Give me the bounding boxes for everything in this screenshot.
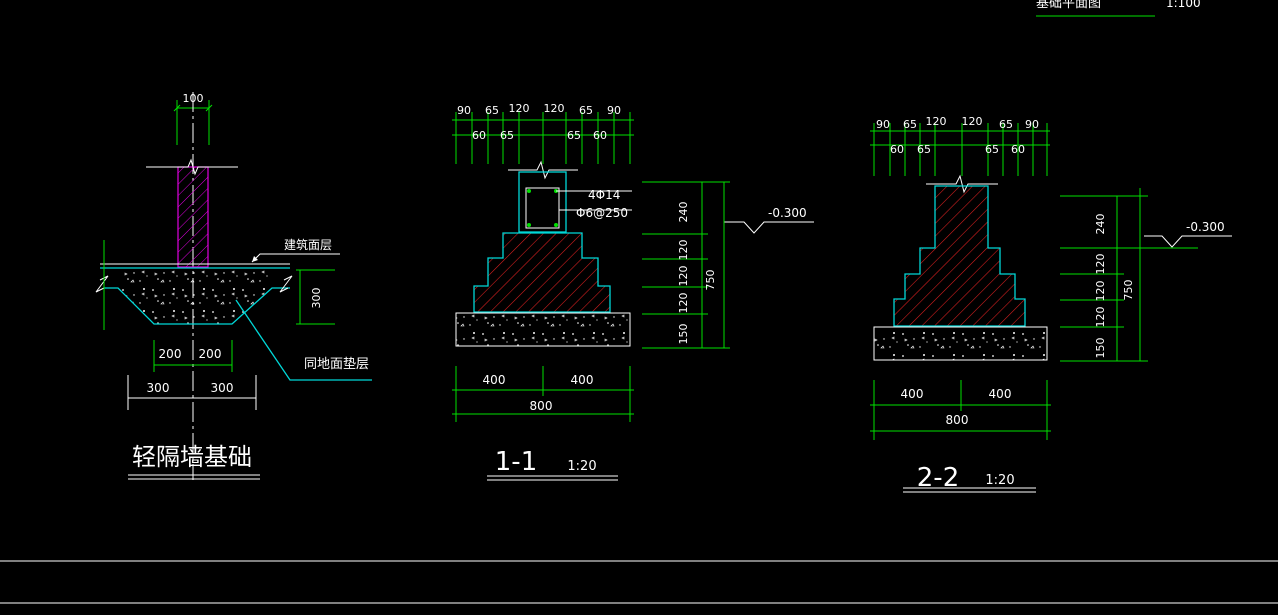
dim-text: 300: [310, 288, 323, 309]
dim-text: 400: [989, 387, 1012, 401]
break-left: [95, 275, 109, 293]
dim-tick: [173, 104, 181, 112]
leader-cushion: [235, 299, 372, 381]
wall-hatch: [178, 167, 208, 267]
dim-text: 750: [1122, 280, 1135, 301]
stirrup: [525, 187, 560, 229]
dim-text: 120: [677, 293, 690, 314]
dim-text: 65: [567, 129, 581, 142]
elevation-line: [724, 221, 814, 234]
rebar-dot: [527, 189, 531, 193]
label-floor: 建筑面层: [284, 237, 332, 252]
rebar-stirrup: Φ6@250: [576, 206, 628, 220]
rebar-main: 4Φ14: [588, 188, 620, 202]
dim-tick: [205, 104, 213, 112]
dim-text: 800: [530, 399, 553, 413]
break-line: [926, 174, 998, 194]
cushion-outline: [873, 326, 1048, 361]
label-cushion: 同地面垫层: [304, 356, 369, 372]
break-line: [508, 160, 578, 180]
leader-floor: [251, 253, 340, 263]
footing-hatch: [474, 233, 610, 312]
break-line: [146, 158, 238, 176]
dim-text: 60: [890, 143, 904, 156]
dim-text: 65: [500, 129, 514, 142]
dim-text: 150: [1094, 338, 1107, 359]
section-title: 1-1: [495, 447, 537, 477]
dim-text: 240: [1094, 214, 1107, 235]
dim-text: 65: [999, 118, 1013, 131]
footing-outline: [473, 232, 611, 313]
footing-hatch: [894, 186, 1025, 326]
dim-text: 400: [901, 387, 924, 401]
dim-text: 90: [876, 118, 890, 131]
dim-text: 60: [593, 129, 607, 142]
dim-text: 60: [472, 129, 486, 142]
dim-text: 90: [607, 104, 621, 117]
elevation-line: [1144, 235, 1232, 248]
leader-arrow: [252, 256, 258, 262]
top-dim-ext: [455, 112, 631, 164]
dim-text: 120: [544, 102, 565, 115]
elevation-text: -0.300: [768, 206, 807, 220]
rebar-dot: [554, 223, 558, 227]
cushion-outline: [455, 312, 631, 347]
break-right: [279, 275, 293, 293]
dim-text: 120: [1094, 254, 1107, 275]
cushion-fill: [118, 270, 272, 324]
section-scale: 1:20: [985, 473, 1014, 488]
dim-text: 300: [147, 381, 170, 395]
dim-text: 65: [485, 104, 499, 117]
header-scale: 1:100: [1166, 0, 1201, 10]
dim-text: 200: [159, 347, 182, 361]
dim-text: 240: [677, 202, 690, 223]
dim-text: 400: [483, 373, 506, 387]
dim-text: 90: [457, 104, 471, 117]
header-title: 基础平面图: [1036, 0, 1101, 11]
dim-text: 750: [704, 270, 717, 291]
section-scale: 1:20: [567, 459, 596, 474]
dim-text: 90: [1025, 118, 1039, 131]
dim-text: 120: [926, 115, 947, 128]
dim-text: 65: [985, 143, 999, 156]
header-fragment: 基础平面图 1:100: [1036, 0, 1201, 17]
dim-text: 65: [917, 143, 931, 156]
dim-text: 120: [677, 266, 690, 287]
elevation-text: -0.300: [1186, 220, 1225, 234]
section-1-1: 90 65 120 120 65 90 60 65 65 60 4Φ14 Φ6@…: [452, 102, 814, 481]
dim-text: 65: [579, 104, 593, 117]
detail-title: 轻隔墙基础: [132, 443, 252, 471]
dim-text: 400: [571, 373, 594, 387]
section-2-2: 90 65 120 120 65 90 60 65 65 60 -0.300 2…: [870, 115, 1232, 493]
dim-text: 300: [211, 381, 234, 395]
dim-text: 120: [1094, 307, 1107, 328]
dim-text: 60: [1011, 143, 1025, 156]
footing-outline: [893, 185, 1026, 327]
dim-text: 120: [677, 240, 690, 261]
dim-text: 150: [677, 324, 690, 345]
column-outline: [518, 171, 567, 233]
dim-text: 120: [962, 115, 983, 128]
cushion-fill: [456, 313, 630, 346]
rebar-dot: [527, 223, 531, 227]
dim-text: 120: [509, 102, 530, 115]
dim-text: 200: [199, 347, 222, 361]
top-dim-ext: [873, 123, 1048, 176]
cushion-fill: [874, 327, 1047, 360]
dim-text: 65: [903, 118, 917, 131]
dim-text: 800: [946, 413, 969, 427]
detail-light-wall: 100 建筑面层 300 同地面垫层 200 200: [95, 92, 372, 480]
dim-text: 120: [1094, 281, 1107, 302]
cushion-outline: [104, 287, 290, 325]
